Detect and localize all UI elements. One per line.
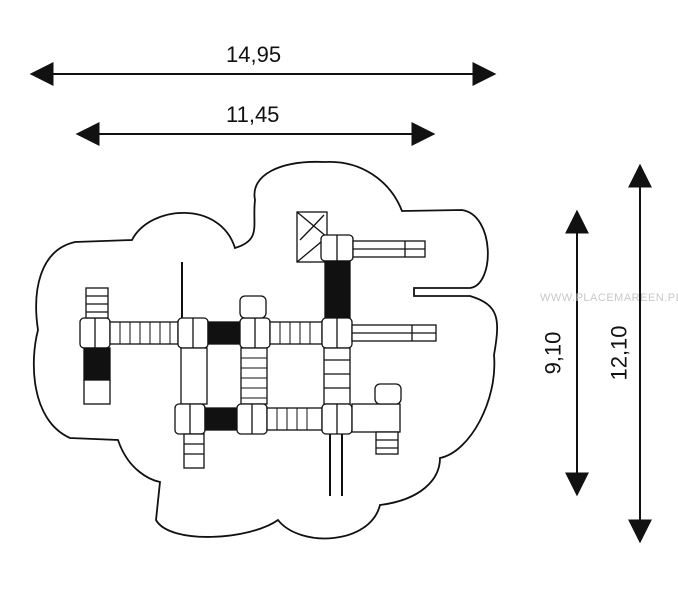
safety-zone-outline: [32, 160, 499, 540]
dimension-width-inner-label: 11,45: [226, 102, 280, 127]
dimension-height-inner-label: 9,10: [540, 331, 566, 375]
play-structure: [79, 211, 437, 496]
dimension-width-outer-label: 14,95: [226, 42, 282, 67]
watermark-text: WWW.PLACEMAREEN.PL: [540, 292, 678, 304]
dimension-height-outer-label: 12,10: [606, 325, 632, 381]
